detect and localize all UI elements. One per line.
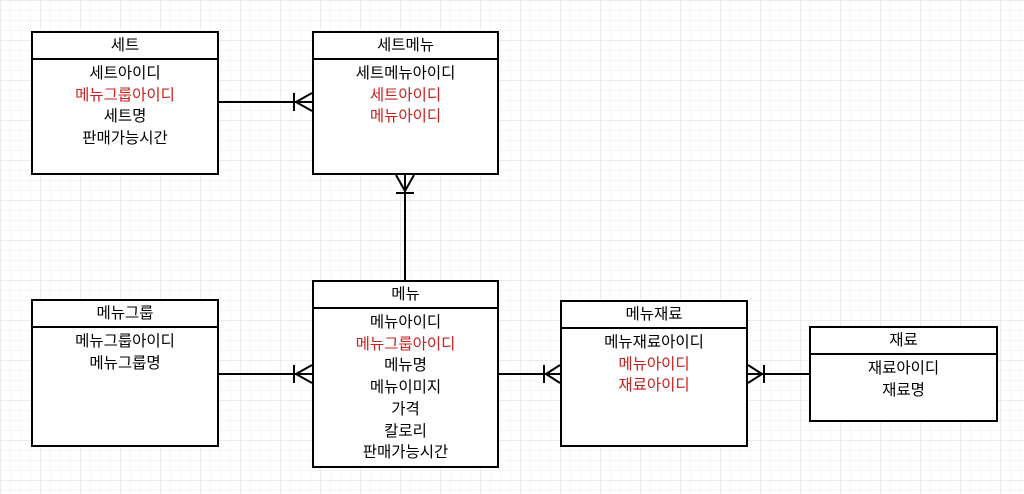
crowfoot-set-menu-bottom bbox=[395, 174, 415, 194]
attribute: 판매가능시간 bbox=[82, 129, 168, 148]
crowfoot-menu-ingredient-right bbox=[747, 364, 765, 384]
attribute: 세트아이디 bbox=[89, 64, 161, 82]
foreign-key-attribute: 메뉴그룹아이디 bbox=[75, 85, 175, 104]
foreign-key-attribute: 메뉴그룹아이디 bbox=[355, 334, 456, 353]
crowfoot-menu-ingredient-left bbox=[543, 364, 561, 384]
entity-title: 재료 bbox=[811, 328, 996, 355]
attribute: 메뉴아이디 bbox=[369, 313, 442, 331]
attribute: 가격 bbox=[391, 399, 420, 418]
crowfoot-set-menu-left bbox=[293, 92, 313, 112]
attribute: 메뉴재료아이디 bbox=[604, 333, 704, 351]
attribute: 메뉴그룹아이디 bbox=[75, 332, 175, 350]
entity-title: 세트 bbox=[33, 33, 217, 60]
attribute: 세트명 bbox=[103, 107, 147, 126]
attribute: 메뉴명 bbox=[384, 356, 427, 375]
foreign-key-attribute: 세트아이디 bbox=[369, 85, 442, 104]
foreign-key-attribute: 메뉴아이디 bbox=[618, 354, 690, 373]
attribute: 재료아이디 bbox=[867, 359, 940, 377]
foreign-key-attribute: 재료아이디 bbox=[618, 376, 690, 395]
entity-title: 세트메뉴 bbox=[314, 33, 497, 60]
attribute: 세트메뉴아이디 bbox=[355, 64, 456, 82]
entity-title: 메뉴 bbox=[314, 282, 497, 309]
foreign-key-attribute: 메뉴아이디 bbox=[369, 107, 442, 126]
crowfoot-menu-left bbox=[293, 364, 313, 384]
attribute: 메뉴이미지 bbox=[369, 378, 442, 397]
entity-title: 메뉴재료 bbox=[562, 302, 746, 329]
attribute: 판매가능시간 bbox=[362, 443, 449, 462]
attribute: 메뉴그룹명 bbox=[89, 353, 161, 372]
attribute: 재료명 bbox=[882, 380, 925, 399]
attribute: 칼로리 bbox=[384, 421, 427, 440]
entity-title: 메뉴그룹 bbox=[33, 301, 217, 328]
